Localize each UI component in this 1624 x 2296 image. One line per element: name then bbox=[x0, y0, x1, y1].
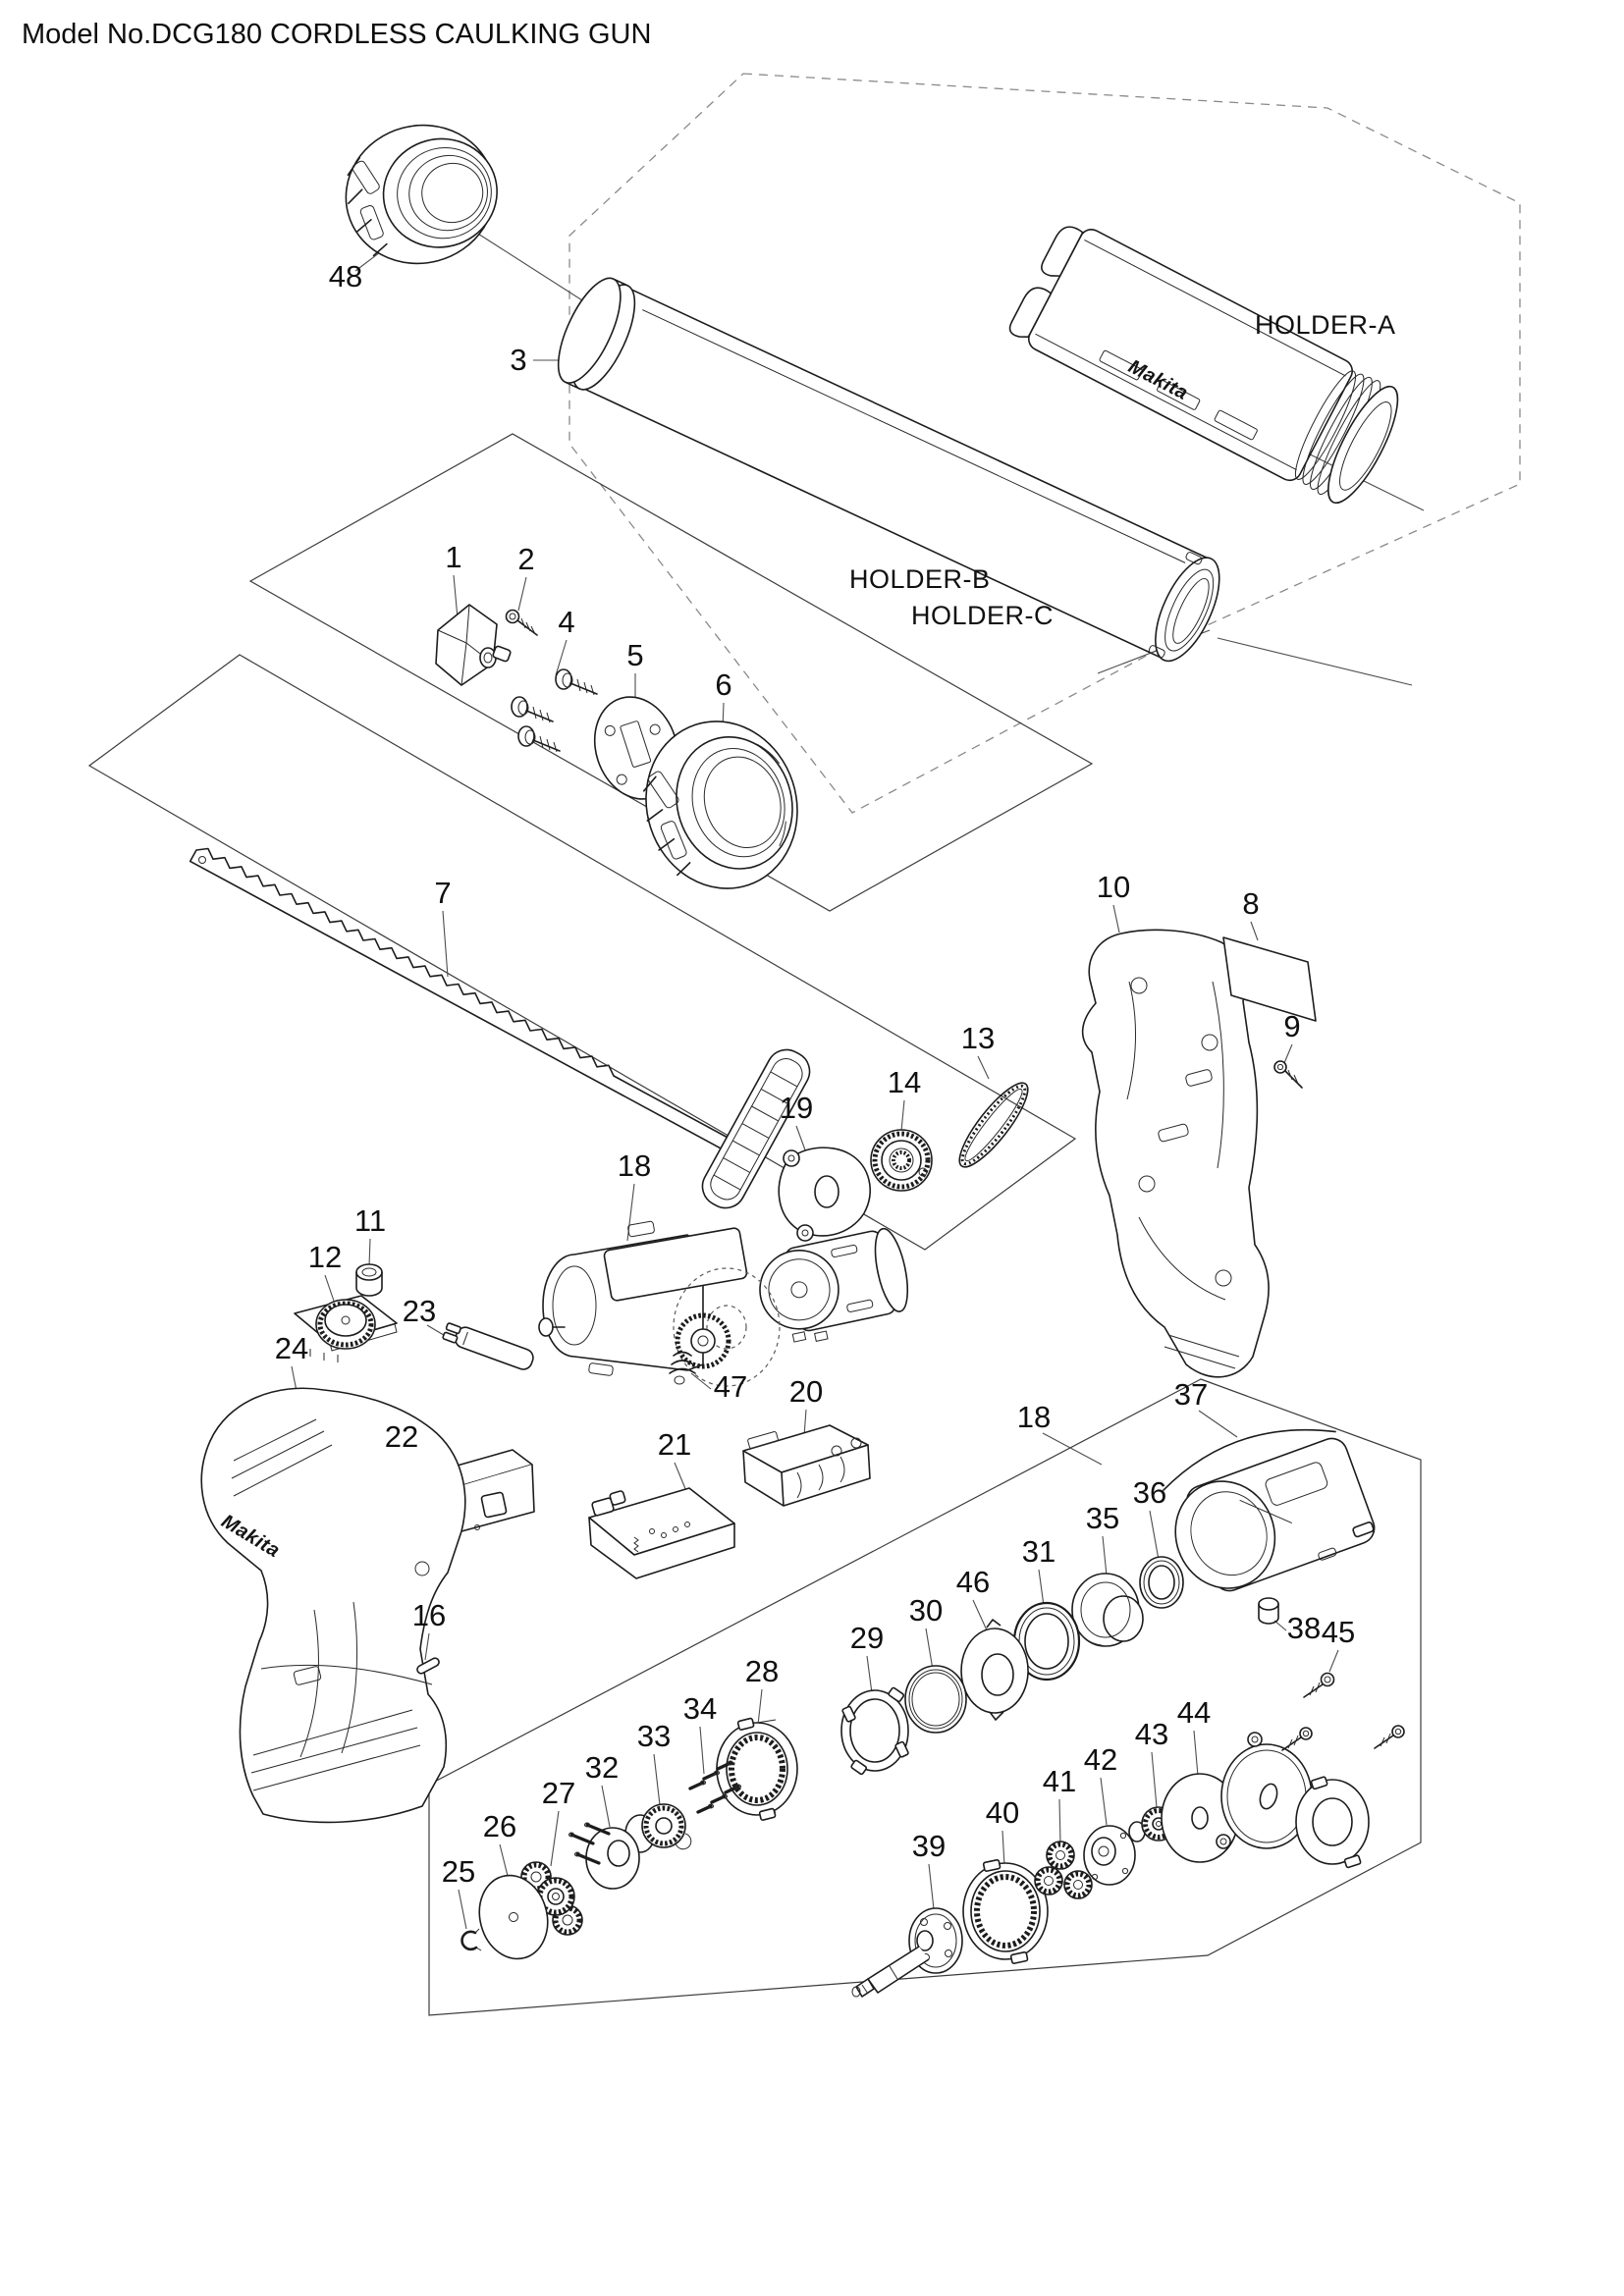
callout-27: 27 bbox=[542, 1776, 575, 1810]
callout-25: 25 bbox=[442, 1854, 475, 1889]
callout-26: 26 bbox=[483, 1809, 516, 1843]
callout-45: 45 bbox=[1322, 1615, 1355, 1649]
part-11-cap bbox=[355, 1263, 383, 1297]
part-2-screw bbox=[505, 609, 538, 636]
part-40-internal-gear bbox=[962, 1858, 1049, 1964]
part-1-joint bbox=[435, 604, 512, 686]
part-31-ring-bearing bbox=[1012, 1601, 1081, 1682]
callout-5: 5 bbox=[626, 638, 643, 672]
holder-b-label: HOLDER-B bbox=[849, 564, 991, 594]
part-30-ring bbox=[904, 1665, 967, 1734]
callout-24: 24 bbox=[275, 1331, 308, 1365]
part-19-motor-bracket bbox=[778, 1147, 871, 1242]
callout-41: 41 bbox=[1043, 1764, 1076, 1798]
part-9-screw bbox=[1273, 1060, 1303, 1089]
callout-11: 11 bbox=[354, 1203, 386, 1238]
callout-28: 28 bbox=[745, 1654, 779, 1688]
callout-12: 12 bbox=[308, 1240, 342, 1274]
callout-40: 40 bbox=[986, 1795, 1019, 1830]
callout-1: 1 bbox=[445, 540, 461, 574]
callout-44: 44 bbox=[1177, 1695, 1211, 1730]
callout-34: 34 bbox=[683, 1691, 717, 1726]
part-18-gear-housing-assembly bbox=[538, 1220, 781, 1387]
callout-10: 10 bbox=[1097, 870, 1130, 904]
part-8-label-sticker bbox=[1222, 936, 1317, 1022]
part-36-bearing bbox=[1139, 1556, 1184, 1609]
callout-33: 33 bbox=[637, 1719, 671, 1753]
callout-32: 32 bbox=[585, 1750, 619, 1785]
callout-4: 4 bbox=[558, 605, 574, 639]
part-20-terminal-block bbox=[742, 1424, 871, 1507]
part-26-washer-disc bbox=[478, 1874, 549, 1960]
part-48-cap-nut bbox=[345, 124, 498, 265]
callout-39: 39 bbox=[912, 1829, 946, 1863]
callout-43: 43 bbox=[1135, 1717, 1168, 1751]
callout-3: 3 bbox=[510, 343, 526, 377]
part-37-gear-case bbox=[1162, 1428, 1376, 1592]
callout-22: 22 bbox=[385, 1419, 418, 1454]
callout-14: 14 bbox=[888, 1065, 921, 1099]
callout-18: 18 bbox=[618, 1148, 651, 1183]
callout-labels: Model No.DCG180 CORDLESS CAULKING GUN HO… bbox=[22, 19, 1396, 1889]
part-25-e-ring bbox=[460, 1928, 482, 1951]
callout-21: 21 bbox=[658, 1427, 691, 1462]
callout-7: 7 bbox=[434, 876, 451, 910]
page-title: Model No.DCG180 CORDLESS CAULKING GUN bbox=[22, 19, 651, 50]
part-32-spindle-carrier bbox=[568, 1822, 640, 1890]
part-29-tabbed-ring bbox=[840, 1686, 909, 1776]
callout-16: 16 bbox=[412, 1598, 446, 1632]
holder-a-label: HOLDER-A bbox=[1255, 310, 1396, 340]
part-38-pin-cylinder bbox=[1258, 1597, 1279, 1625]
callout-37: 37 bbox=[1174, 1377, 1208, 1412]
callout-30: 30 bbox=[909, 1593, 943, 1628]
callout-13: 13 bbox=[961, 1021, 995, 1055]
part-23-lever bbox=[442, 1322, 534, 1370]
part-35-spacer-cup bbox=[1071, 1573, 1144, 1647]
callout-47: 47 bbox=[714, 1369, 747, 1404]
callout-23: 23 bbox=[403, 1294, 436, 1328]
part-45-screws bbox=[1281, 1672, 1405, 1751]
motor bbox=[759, 1227, 909, 1343]
part-6-ring-nut bbox=[642, 721, 798, 889]
part-34-pins bbox=[688, 1760, 742, 1814]
part-3-tube-assembly bbox=[557, 277, 1220, 663]
callout-31: 31 bbox=[1022, 1534, 1056, 1569]
part-47-spring bbox=[669, 1351, 696, 1385]
part-7-rack bbox=[189, 847, 811, 1209]
callout-42: 42 bbox=[1084, 1742, 1117, 1777]
part-13-belt bbox=[958, 1082, 1029, 1168]
callout-29: 29 bbox=[850, 1621, 884, 1655]
callout-46: 46 bbox=[956, 1565, 990, 1599]
callout-8: 8 bbox=[1242, 886, 1259, 921]
holder-a-drum: Makita bbox=[1008, 226, 1399, 505]
part-16-pin bbox=[416, 1657, 440, 1675]
callout-6: 6 bbox=[715, 667, 731, 702]
callout-9: 9 bbox=[1283, 1009, 1300, 1043]
part-42-gear-carrier bbox=[1083, 1825, 1136, 1886]
part-14-pulley bbox=[870, 1129, 933, 1192]
callout-20: 20 bbox=[789, 1374, 823, 1409]
part-33-clutch-gear bbox=[624, 1803, 692, 1853]
part-28-ring-gear-drum bbox=[716, 1717, 798, 1821]
part-4-bolts bbox=[511, 668, 598, 753]
callout-18b: 18 bbox=[1017, 1400, 1051, 1434]
gear-cover-plates bbox=[1216, 1732, 1370, 1869]
part-39-spindle-shaft bbox=[851, 1907, 963, 1998]
callout-38: 38 bbox=[1287, 1611, 1321, 1645]
callout-19: 19 bbox=[780, 1091, 813, 1125]
callout-48: 48 bbox=[329, 259, 362, 294]
part-41-planet-gears bbox=[1034, 1841, 1093, 1899]
part-46-gasket bbox=[960, 1619, 1029, 1721]
callout-36: 36 bbox=[1133, 1475, 1166, 1510]
callout-2: 2 bbox=[517, 542, 534, 576]
callout-35: 35 bbox=[1086, 1501, 1119, 1535]
holder-c-label: HOLDER-C bbox=[911, 601, 1054, 630]
part-12-dial-unit bbox=[294, 1295, 398, 1362]
part-21-controller bbox=[588, 1487, 735, 1579]
